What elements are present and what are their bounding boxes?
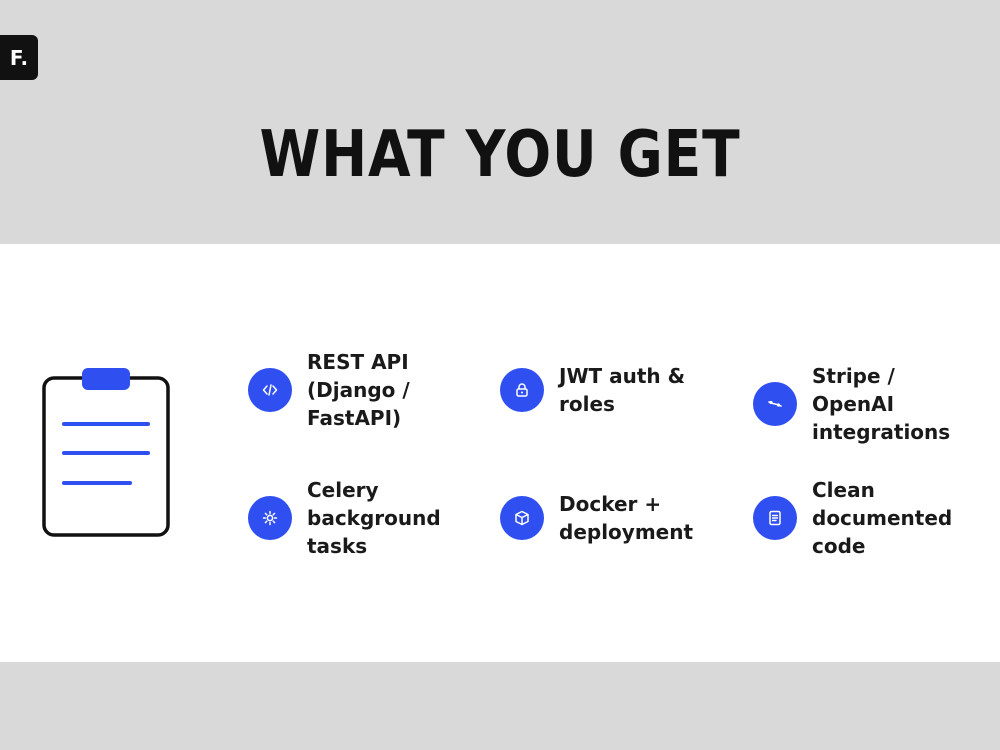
document-icon [753, 496, 797, 540]
feature-celery: Celery background tasks [248, 476, 478, 560]
brand-logo: F. [0, 35, 38, 80]
feature-label: JWT auth & roles [559, 364, 686, 416]
feature-docker: Docker + deployment [500, 490, 730, 546]
link-icon [753, 382, 797, 426]
gear-icon [248, 496, 292, 540]
feature-label: Celery background tasks [307, 478, 441, 558]
feature-integrations: Stripe / OpenAI integrations [753, 362, 983, 446]
feature-label: Docker + deployment [559, 492, 694, 544]
code-icon [248, 368, 292, 412]
feature-clean-code: Clean documented code [753, 476, 983, 560]
clipboard-icon [42, 368, 170, 537]
page-title: WHAT YOU GET [259, 118, 741, 192]
feature-label: REST API (Django / FastAPI) [307, 350, 410, 430]
lock-icon [500, 368, 544, 412]
feature-label: Clean documented code [812, 478, 953, 558]
feature-rest-api: REST API (Django / FastAPI) [248, 348, 478, 432]
box-icon [500, 496, 544, 540]
feature-label: Stripe / OpenAI integrations [812, 364, 951, 444]
feature-jwt-auth: JWT auth & roles [500, 362, 730, 418]
